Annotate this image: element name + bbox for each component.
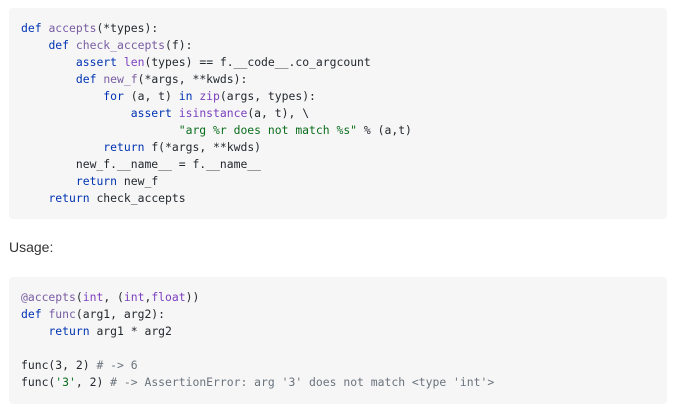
code-token: len <box>123 55 145 69</box>
code-token: check_accepts <box>96 191 186 205</box>
code-token <box>21 140 103 154</box>
code-token: isinstance <box>178 106 248 120</box>
code-token <box>21 89 103 103</box>
code-token <box>21 106 131 120</box>
code-line: @accepts(int, (int,float)) <box>21 289 667 306</box>
code-token: (a, t), \ <box>247 106 310 120</box>
code-token <box>21 123 179 137</box>
code-line: def func(arg1, arg2): <box>21 306 667 323</box>
code-line: def accepts(*types): <box>21 20 667 37</box>
code-line: return arg1 * arg2 <box>21 323 667 340</box>
code-line: "arg %r does not match %s" % (a,t) <box>21 122 667 139</box>
code-token: new_f <box>123 174 159 188</box>
code-token <box>21 38 48 52</box>
usage-heading: Usage: <box>9 239 54 255</box>
code-token: , 2) <box>75 375 111 389</box>
code-token: (*args, **kwds): <box>137 72 248 86</box>
code-token: (f): <box>165 38 193 52</box>
code-token: (a, t) <box>130 89 179 103</box>
code-line: return f(*args, **kwds) <box>21 139 667 156</box>
code-token: @accepts <box>21 290 76 304</box>
code-token: ( <box>75 290 83 304</box>
code-token: func <box>48 307 76 321</box>
code-token: assert <box>130 106 179 120</box>
code-token: )) <box>185 290 200 304</box>
code-token: (types) == f.__code__.co_argcount <box>144 55 371 69</box>
code-token <box>21 55 76 69</box>
code-token: def <box>21 21 49 35</box>
code-line: func(3, 2) # -> 6 <box>21 357 667 374</box>
code-token: float <box>151 290 186 304</box>
code-line: new_f.__name__ = f.__name__ <box>21 156 667 173</box>
code-token: func( <box>21 375 56 389</box>
code-token <box>21 72 76 86</box>
code-token: func(3, 2) <box>21 358 97 372</box>
code-line: func('3', 2) # -> AssertionError: arg '3… <box>21 374 667 391</box>
code-line: return check_accepts <box>21 190 667 207</box>
code-token <box>21 174 76 188</box>
code-token: new_f <box>103 72 138 86</box>
code-token: "arg %r does not match %s" <box>178 123 358 137</box>
code-token: def <box>21 307 49 321</box>
code-token: f(*args, **kwds) <box>151 140 262 154</box>
code-token: new_f.__name__ = f.__name__ <box>21 157 262 171</box>
code-line <box>21 340 667 357</box>
code-block-decorator-definition: def accepts(*types): def check_accepts(f… <box>9 8 667 219</box>
code-token: for <box>103 89 131 103</box>
code-token: % (a,t) <box>357 123 412 137</box>
code-token: return <box>48 324 97 338</box>
code-line: return new_f <box>21 173 667 190</box>
code-token: (arg1, arg2): <box>75 307 166 321</box>
code-token: int <box>82 290 104 304</box>
code-token: in <box>178 89 200 103</box>
code-token: (*types): <box>96 21 159 35</box>
code-token: zip <box>199 89 220 103</box>
code-token: return <box>48 191 97 205</box>
code-line: assert len(types) == f.__code__.co_argco… <box>21 54 667 71</box>
code-line: def new_f(*args, **kwds): <box>21 71 667 88</box>
code-token: '3' <box>55 375 76 389</box>
code-block-usage-example: @accepts(int, (int,float))def func(arg1,… <box>9 277 667 404</box>
code-token: int <box>123 290 145 304</box>
code-token <box>21 191 48 205</box>
code-line: assert isinstance(a, t), \ <box>21 105 667 122</box>
code-token: return <box>75 174 124 188</box>
code-token: (args, types): <box>219 89 316 103</box>
code-token: check_accepts <box>75 38 166 52</box>
code-token: # -> AssertionError: arg '3' does not ma… <box>110 375 495 389</box>
code-token: return <box>103 140 152 154</box>
code-token: , ( <box>103 290 124 304</box>
code-token <box>21 324 48 338</box>
code-token: , <box>144 290 152 304</box>
code-line: def check_accepts(f): <box>21 37 667 54</box>
code-token: # -> 6 <box>96 358 138 372</box>
code-token: accepts <box>48 21 97 35</box>
code-token: def <box>48 38 76 52</box>
code-token: assert <box>75 55 124 69</box>
code-line: for (a, t) in zip(args, types): <box>21 88 667 105</box>
code-token: def <box>75 72 104 86</box>
code-token: arg1 * arg2 <box>96 324 172 338</box>
